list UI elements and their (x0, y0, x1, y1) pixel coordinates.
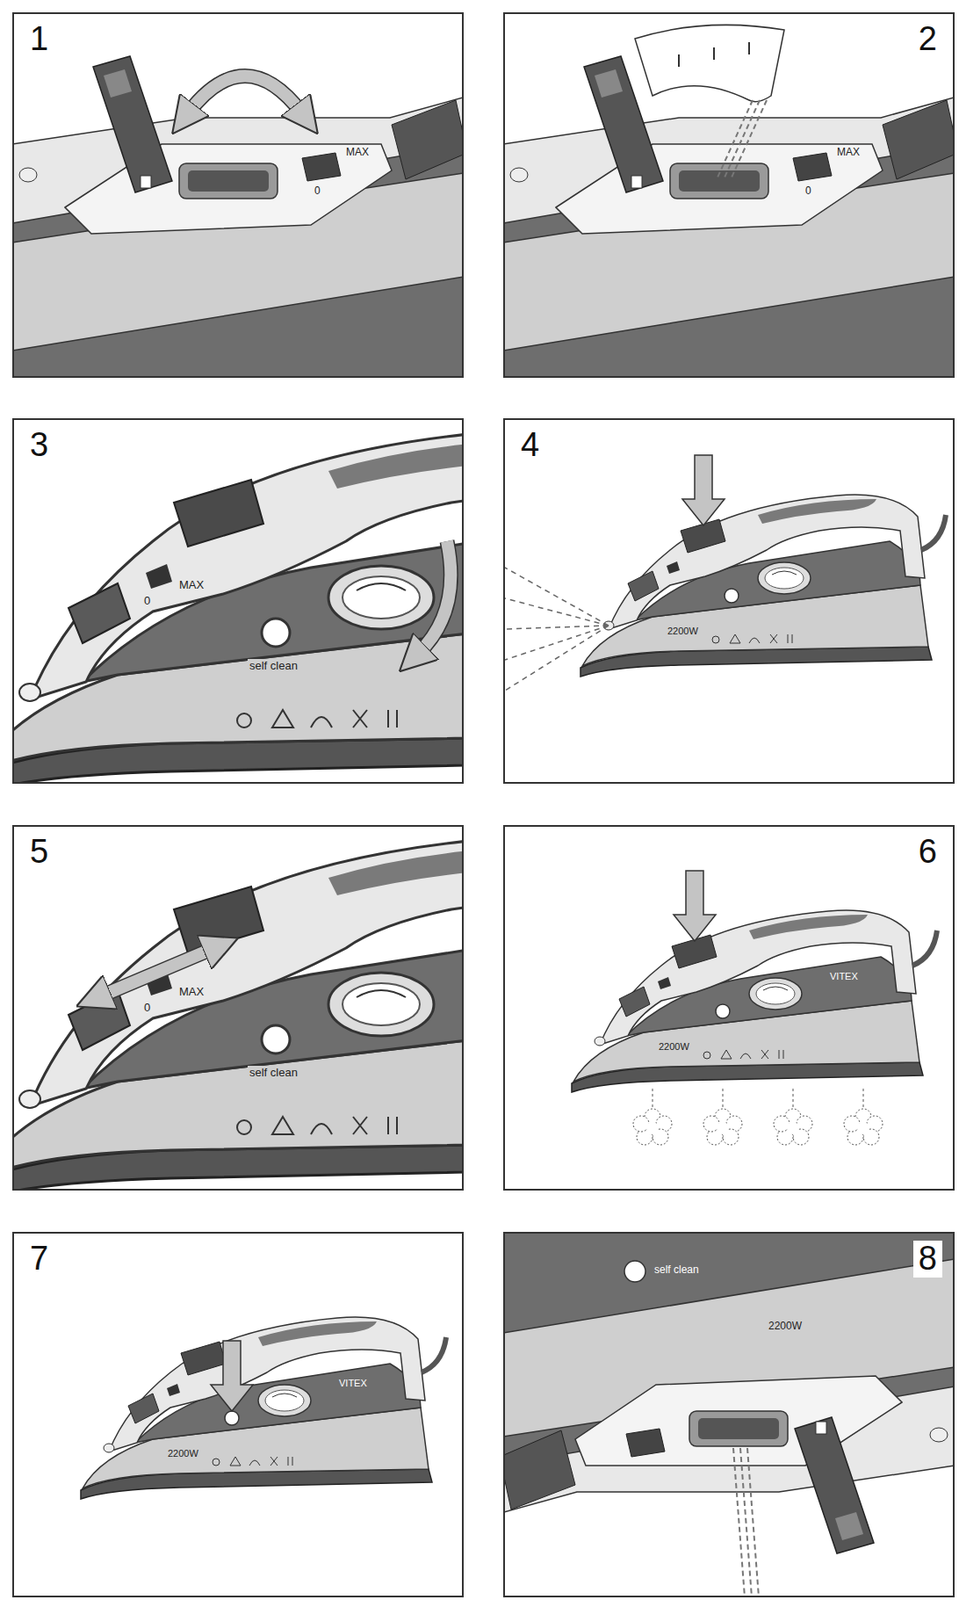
illustration-part (678, 42, 750, 67)
illustration-part (624, 1260, 646, 1282)
illustration-part (503, 1231, 955, 1597)
iron-marking: MAX (835, 145, 862, 159)
illustration-part (12, 56, 464, 378)
illustration-part (673, 870, 716, 941)
illustration-part (418, 540, 451, 654)
illustration-part (843, 1088, 883, 1145)
illustration-part (682, 454, 725, 526)
iron-marking: self clean (247, 658, 300, 673)
illustration-part (703, 1088, 743, 1145)
iron-marking: 2200W (665, 625, 700, 637)
illustration-part (418, 540, 451, 654)
illustration-part (503, 56, 955, 378)
iron-marking: 0 (142, 1000, 152, 1015)
iron-marking: VITEX (828, 970, 860, 982)
illustration-part (80, 1316, 447, 1499)
iron-marking: MAX (177, 984, 206, 999)
step-number: 4 (515, 426, 545, 464)
step-number: 7 (24, 1240, 54, 1277)
illustration-part (187, 76, 303, 115)
iron-marking: 0 (312, 184, 323, 197)
illustration-part (773, 1088, 813, 1145)
iron-marking: self clean (247, 1065, 300, 1080)
illustration-part (571, 909, 938, 1092)
step-number: 8 (913, 1240, 943, 1277)
step-number: 1 (24, 21, 54, 58)
iron-marking: MAX (344, 145, 371, 159)
iron-marking: 2200W (766, 1319, 804, 1332)
iron-marking: MAX (177, 577, 206, 592)
illustration-part (504, 454, 946, 691)
illustration-part (634, 24, 785, 101)
illustration-part (12, 836, 464, 1190)
illustration-part (733, 1447, 759, 1597)
step-number: 2 (913, 21, 943, 58)
iron-marking: 2200W (165, 1447, 201, 1459)
illustration-part (12, 56, 464, 378)
iron-marking: VITEX (337, 1377, 369, 1389)
illustration-part (187, 76, 303, 115)
illustration-part (504, 567, 609, 691)
step-panel: 2 (503, 12, 955, 378)
illustration-part (633, 1088, 672, 1145)
illustration-part (571, 870, 938, 1145)
illustration-part (210, 1340, 253, 1411)
step-number: 3 (24, 426, 54, 464)
illustration-part (80, 1316, 447, 1499)
step-panel: 4 (503, 418, 955, 784)
illustration-part (12, 430, 464, 784)
step-panel: 1 (12, 12, 464, 378)
iron-marking: 2200W (656, 1040, 692, 1053)
illustration-part (503, 24, 955, 378)
illustration-part (717, 100, 767, 178)
iron-marking: 0 (803, 184, 814, 197)
step-panel: 3 (12, 418, 464, 784)
step-panel: 8 (503, 1231, 955, 1597)
step-number: 6 (913, 833, 943, 871)
step-panel: 7 (12, 1231, 464, 1597)
step-panel: 5 (12, 824, 464, 1190)
step-number: 5 (24, 833, 54, 871)
illustration-part (12, 430, 464, 784)
illustration-part (580, 494, 946, 677)
iron-marking: self clean (652, 1262, 701, 1276)
iron-marking: 0 (142, 593, 152, 608)
illustration-part (12, 836, 464, 1190)
step-panel: 6 (503, 824, 955, 1190)
illustration-part (503, 1231, 955, 1553)
